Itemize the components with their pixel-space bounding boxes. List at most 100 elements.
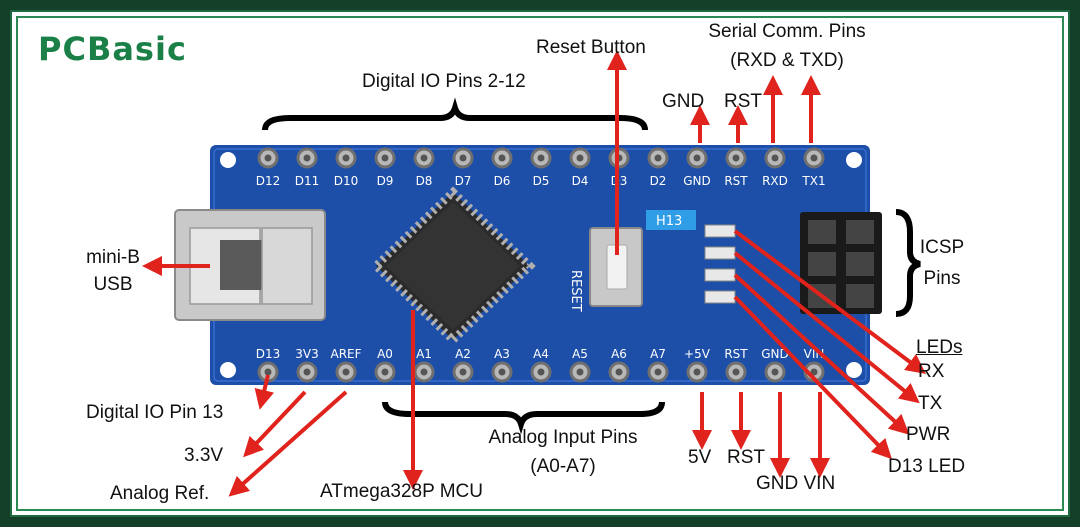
pin-label: D11 — [295, 174, 320, 188]
pin-hole — [576, 154, 584, 162]
label-analog-line2: (A0-A7) — [530, 455, 596, 477]
mount-hole — [220, 362, 236, 378]
label-usb: mini-B USB — [78, 247, 148, 296]
pin-label: A5 — [572, 347, 588, 361]
arrow-aref — [228, 390, 348, 497]
arrow-3v3 — [243, 390, 307, 458]
pin-label: D7 — [455, 174, 472, 188]
pin-label: D2 — [650, 174, 667, 188]
arrow-d13 — [254, 374, 275, 410]
pin-label: GND — [761, 347, 789, 361]
mount-hole — [846, 362, 862, 378]
label-reset-button: Reset Button — [536, 37, 646, 58]
pin-hole — [303, 154, 311, 162]
pin-hole — [381, 154, 389, 162]
label-gnd-vin: GND VIN — [756, 473, 836, 494]
reset-silk-label: RESET — [568, 270, 583, 312]
pin-hole — [303, 368, 311, 376]
mount-hole — [220, 152, 236, 168]
mini-usb-connector — [174, 209, 326, 321]
pin-hole — [459, 154, 467, 162]
pin-label: A3 — [494, 347, 510, 361]
label-digital-io-pins: Digital IO Pins 2-12 — [362, 71, 526, 92]
pin-hole — [342, 368, 350, 376]
pin-hole — [537, 368, 545, 376]
label-analog-ref: Analog Ref. — [110, 483, 210, 504]
label-serial-line1: Serial Comm. Pins — [708, 21, 866, 42]
pin-hole — [810, 368, 818, 376]
mount-hole — [846, 152, 862, 168]
inner-border — [16, 16, 1064, 511]
pin-label: AREF — [330, 347, 361, 361]
pin-label: RXD — [762, 174, 788, 188]
pin-label: D4 — [572, 174, 589, 188]
arrow-d13-led — [733, 295, 892, 460]
pin-hole — [420, 154, 428, 162]
label-usb-line2: USB — [93, 273, 133, 295]
label-serial-pins: Serial Comm. Pins (RXD & TXD) — [692, 21, 882, 72]
pin-label: RST — [724, 174, 748, 188]
label-digital-io-13: Digital IO Pin 13 — [86, 402, 224, 423]
analog-pins-brace — [382, 401, 665, 435]
arrow-tx — [733, 251, 920, 404]
icsp-header — [800, 212, 882, 314]
icsp-brace — [895, 209, 921, 317]
label-serial-line2: (RXD & TXD) — [730, 49, 844, 71]
pin-label: 3V3 — [295, 347, 318, 361]
pin-hole — [615, 368, 623, 376]
arduino-nano-board — [210, 145, 870, 385]
label-tx: TX — [918, 393, 943, 414]
label-d13-led: D13 LED — [888, 456, 966, 477]
pin-hole — [654, 154, 662, 162]
pin-hole — [732, 154, 740, 162]
pin-label: D6 — [494, 174, 511, 188]
pin-label: D12 — [256, 174, 281, 188]
label-icsp-line1: ICSP — [919, 237, 965, 258]
label-icsp: ICSP Pins — [912, 237, 972, 290]
label-usb-line1: mini-B — [86, 247, 140, 268]
pin-hole — [693, 154, 701, 162]
pin-hole — [420, 368, 428, 376]
pin-label: TX1 — [801, 174, 825, 188]
pin-label: D8 — [416, 174, 433, 188]
pin-hole — [693, 368, 701, 376]
pin-label: A1 — [416, 347, 432, 361]
pin-label: A7 — [650, 347, 666, 361]
pin-hole — [654, 368, 662, 376]
atmega328p-chip — [370, 186, 536, 346]
label-5v: 5V — [688, 447, 712, 468]
h13-label: H13 — [656, 214, 682, 229]
callout-arrows — [142, 50, 927, 497]
pin-label: D5 — [533, 174, 550, 188]
pin-hole — [771, 368, 779, 376]
label-analog-pins: Analog Input Pins (A0-A7) — [468, 427, 658, 478]
label-rst-bottom: RST — [727, 447, 765, 468]
arrow-pwr — [733, 273, 910, 435]
digital-io-brace — [262, 97, 648, 131]
pin-hole — [576, 368, 584, 376]
pin-label: A4 — [533, 347, 549, 361]
label-analog-line1: Analog Input Pins — [488, 427, 638, 448]
pin-label: A2 — [455, 347, 471, 361]
pin-label: RST — [724, 347, 748, 361]
pin-hole — [537, 154, 545, 162]
status-leds — [704, 224, 736, 304]
pin-label: A0 — [377, 347, 393, 361]
label-gnd-top: GND — [662, 91, 705, 112]
pcbasic-logo: PCBasic — [38, 30, 187, 68]
label-rx: RX — [918, 361, 945, 382]
pin-hole — [498, 154, 506, 162]
pin-hole — [771, 154, 779, 162]
label-pwr: PWR — [906, 424, 951, 445]
pin-label: GND — [683, 174, 711, 188]
pin-hole — [459, 368, 467, 376]
pin-hole — [264, 368, 272, 376]
pin-hole — [381, 368, 389, 376]
pin-hole — [342, 154, 350, 162]
h13-tag — [646, 210, 696, 230]
pin-hole — [498, 368, 506, 376]
label-leds: LEDs — [916, 337, 963, 358]
label-icsp-line2: Pins — [923, 267, 961, 289]
